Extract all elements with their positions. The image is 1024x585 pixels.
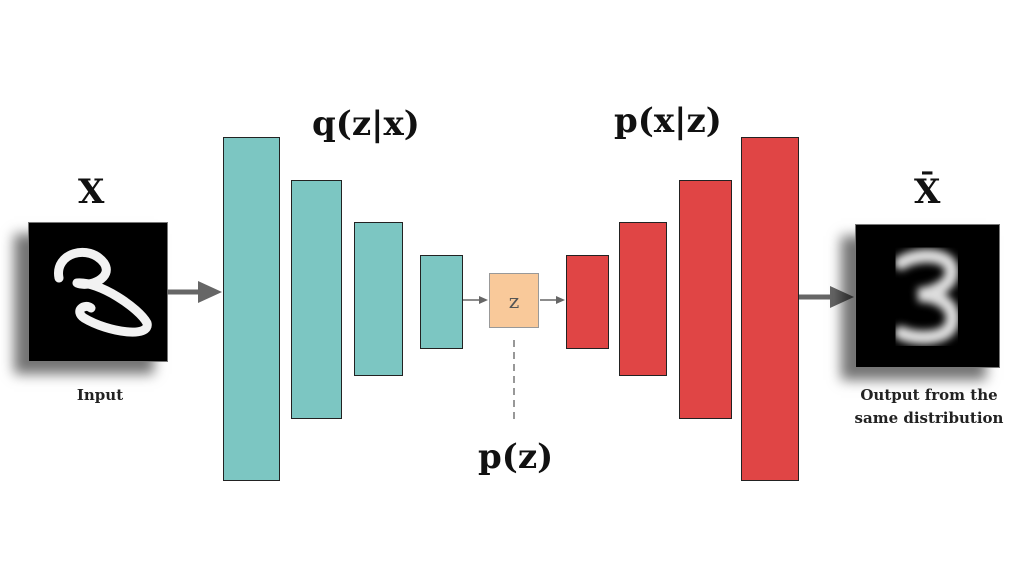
arrow-input-to-encoder	[167, 281, 222, 303]
output-symbol: X̄	[914, 172, 941, 212]
output-caption-line-2: same distribution	[854, 409, 1004, 427]
decoder-layer-2	[619, 222, 667, 376]
latent-z-box: z	[489, 273, 539, 328]
encoder-label: q(z|x)	[312, 104, 420, 144]
decoder-layer-1	[566, 255, 609, 349]
output-caption-line-1: Output from the	[860, 386, 998, 404]
decoder-layer-3	[679, 180, 732, 419]
arrow-z-to-decoder	[540, 296, 565, 304]
decoder-label: p(x|z)	[614, 101, 722, 141]
arrow-encoder-to-z	[463, 296, 488, 304]
output-caption: Output from the same distribution	[838, 384, 1020, 430]
prior-label: p(z)	[478, 437, 554, 477]
encoder-layer-4	[420, 255, 463, 349]
arrow-decoder-to-output	[799, 286, 854, 308]
encoder-layer-1	[223, 137, 280, 481]
latent-z-label: z	[508, 288, 520, 313]
input-symbol: X	[78, 172, 105, 212]
encoder-layer-3	[354, 222, 403, 376]
input-image	[28, 222, 168, 362]
output-image	[855, 224, 1000, 368]
decoder-layer-4	[741, 137, 799, 481]
input-caption: Input	[76, 386, 124, 404]
encoder-layer-2	[291, 180, 342, 419]
